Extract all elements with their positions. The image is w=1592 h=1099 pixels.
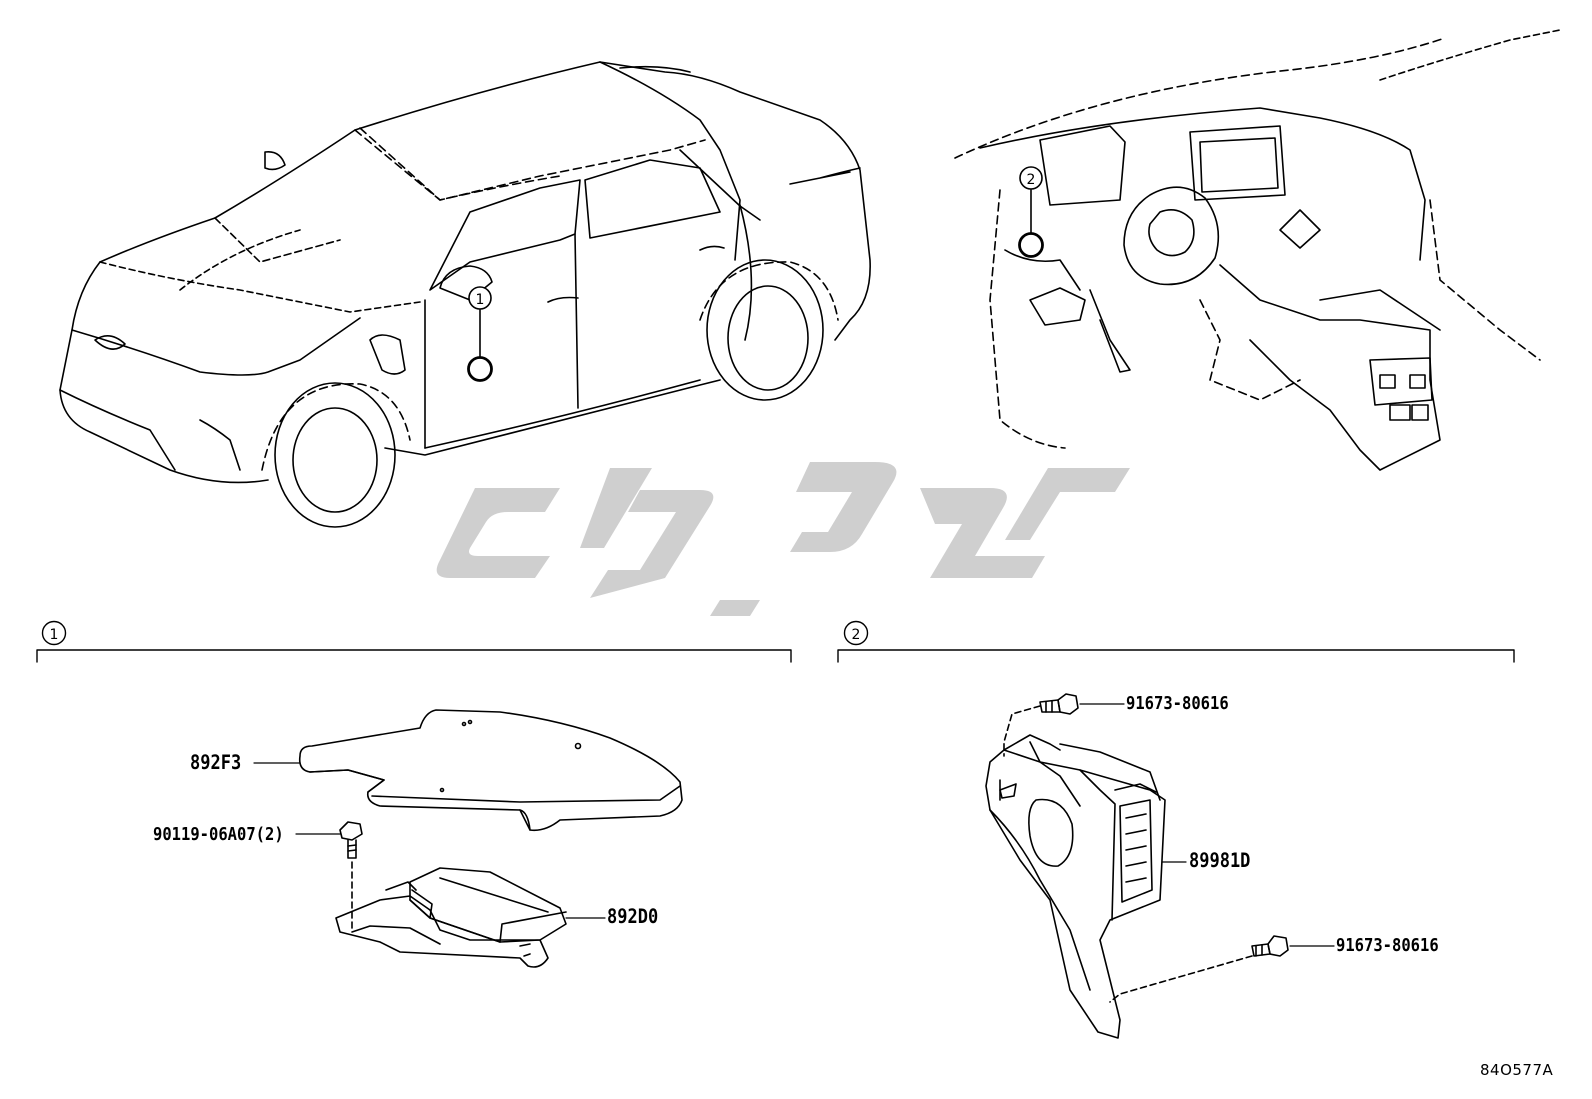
label-bolt-top: 91673-80616: [1126, 692, 1229, 714]
vehicle-illustration: [59, 61, 871, 528]
drawing-code: 84O577A: [1480, 1061, 1554, 1079]
label-module-892D0: 892D0: [607, 905, 659, 929]
label-screw-90119: 90119-06A07(2): [153, 823, 284, 845]
module-part-892D0: [335, 867, 567, 968]
label-bolt-bottom: 91673-80616: [1336, 934, 1439, 956]
bolt-top: [1003, 693, 1079, 757]
watermark-logo: [436, 462, 1130, 616]
section-1-number: 1: [50, 627, 59, 643]
vehicle-location-marker: [467, 286, 493, 382]
section-1-bracket: [36, 620, 792, 663]
module-part-89981D: [985, 734, 1166, 1039]
vehicle-marker-number: 1: [476, 292, 485, 308]
section-2-bracket: [837, 620, 1515, 663]
dashboard-marker-number: 2: [1027, 172, 1036, 188]
label-cover-892F3: 892F3: [190, 751, 242, 775]
label-module-89981D: 89981D: [1189, 849, 1251, 873]
bolt-bottom: [1109, 935, 1289, 1003]
screw-90119: [339, 821, 363, 931]
cover-part-892F3: [298, 709, 683, 832]
section-2-number: 2: [852, 627, 861, 643]
dashboard-illustration: [954, 29, 1561, 471]
dashboard-location-marker: [1018, 166, 1044, 258]
